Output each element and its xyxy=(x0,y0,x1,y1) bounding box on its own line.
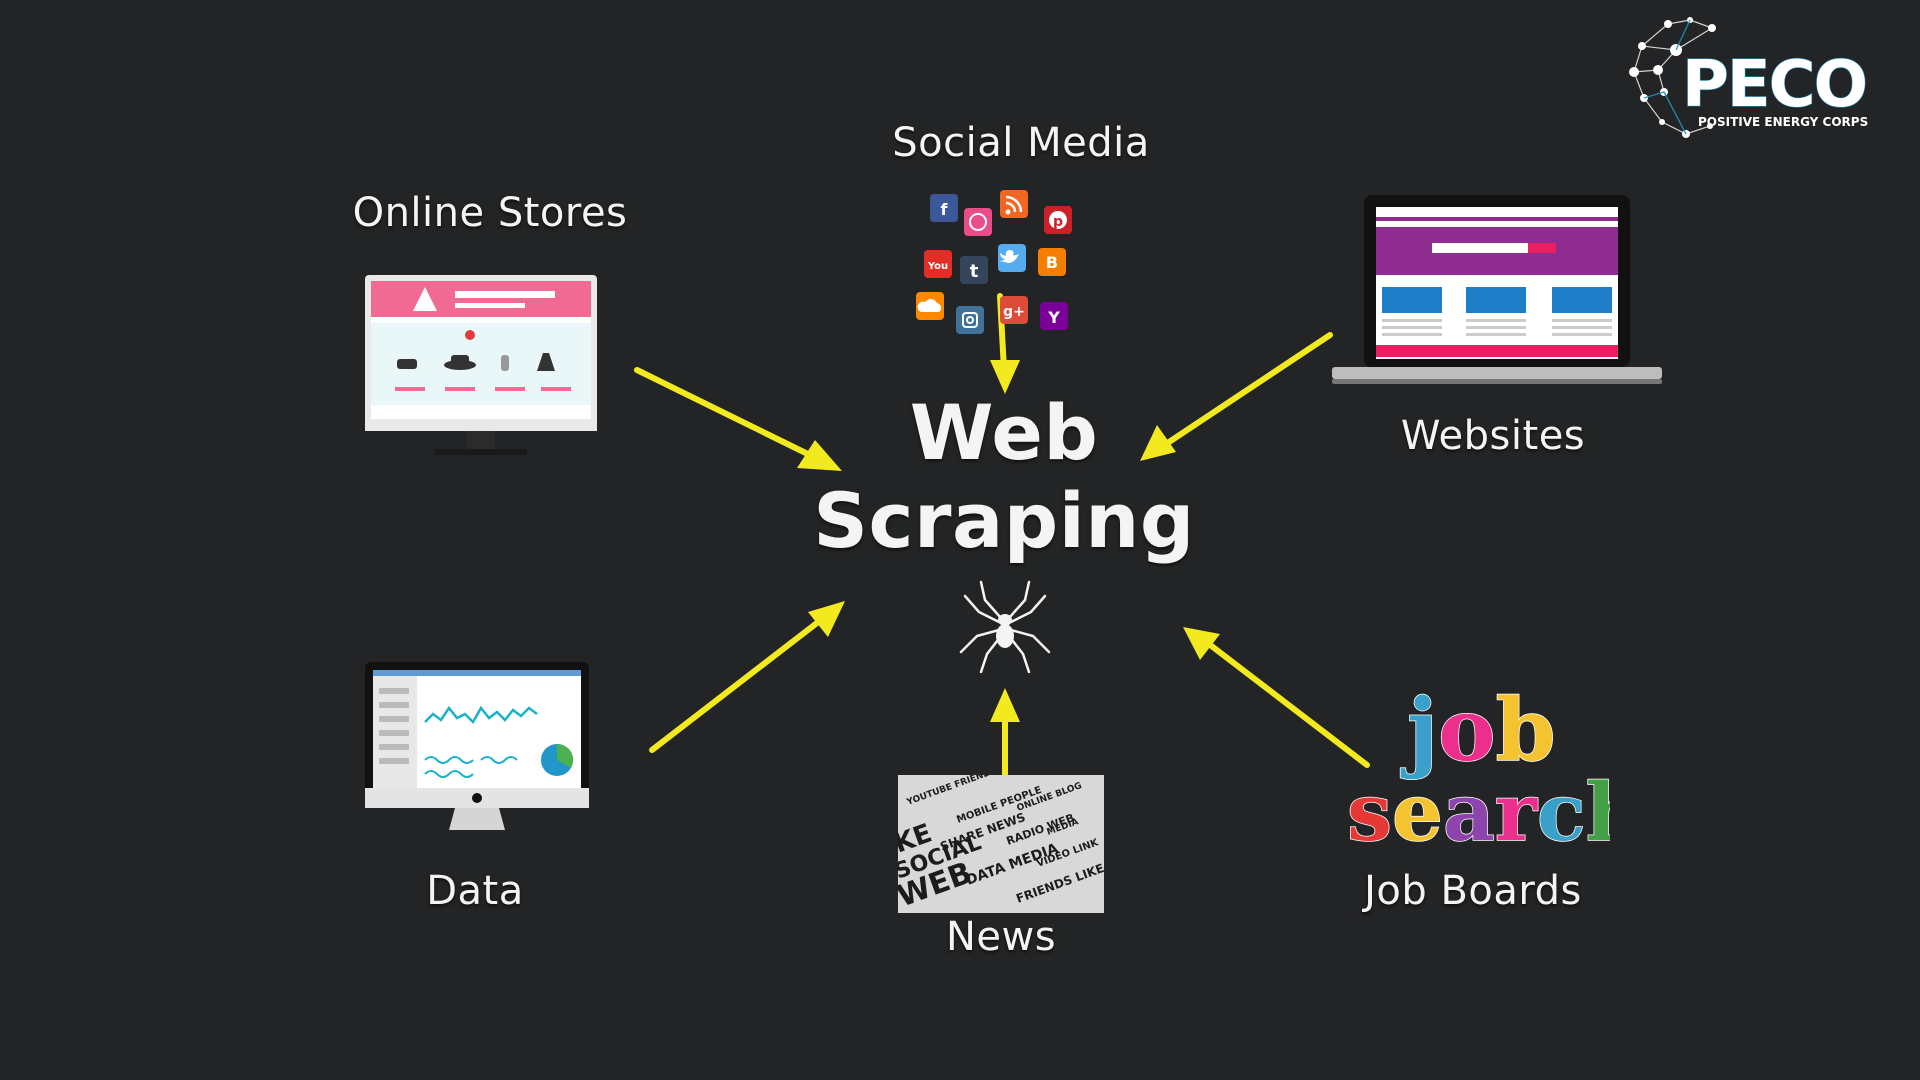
online-store-monitor-illustration xyxy=(365,275,597,455)
tumblr-icon: t xyxy=(960,256,988,284)
news-word-cloud-image: WEB SOCIAL KE SHARE NEWS DATA MEDIA MOBI… xyxy=(898,775,1104,913)
data-dashboard-monitor-illustration xyxy=(365,662,589,830)
website-laptop-illustration xyxy=(1332,195,1662,384)
dribbble-icon xyxy=(964,208,992,236)
label-data: Data xyxy=(426,868,524,914)
svg-text:Y: Y xyxy=(1047,308,1060,327)
label-social-media: Social Media xyxy=(892,120,1150,166)
blogger-icon: B xyxy=(1038,248,1066,276)
arrow-data xyxy=(649,601,845,753)
social-icons-cluster: f p You t B g+ Y xyxy=(916,190,1072,334)
svg-text:B: B xyxy=(1046,253,1058,272)
soundcloud-icon xyxy=(916,292,944,320)
job-search-wordart: job search xyxy=(1346,679,1610,853)
center-title-line2: Scraping xyxy=(813,476,1195,565)
search-art-letter-r: r xyxy=(1495,765,1538,853)
logo-tagline: POSITIVE ENERGY CORPS xyxy=(1698,115,1868,129)
label-news: News xyxy=(945,914,1057,960)
svg-text:p: p xyxy=(1053,214,1063,230)
job-art-letter-b: b xyxy=(1496,680,1556,781)
instagram-icon xyxy=(956,306,984,334)
label-websites: Websites xyxy=(1400,413,1586,459)
search-art-letter-h: h xyxy=(1586,765,1610,853)
svg-text:search: search xyxy=(1347,765,1610,853)
arrow-online-stores xyxy=(634,367,842,471)
search-art-letter-s: s xyxy=(1347,765,1392,853)
arrow-websites xyxy=(1140,332,1333,461)
search-art-letter-e: e xyxy=(1392,765,1443,853)
label-job-boards: Job Boards xyxy=(1364,868,1582,914)
peco-logo: PECO POSITIVE ENERGY CORPS xyxy=(1629,17,1869,138)
arrow-news xyxy=(990,688,1020,785)
center-title-line1: Web xyxy=(909,388,1099,477)
svg-text:You: You xyxy=(927,261,948,272)
svg-text:g+: g+ xyxy=(1003,304,1025,320)
spider-icon xyxy=(959,580,1051,674)
search-art-letter-c: c xyxy=(1537,765,1586,853)
job-art-letter-o: o xyxy=(1438,680,1495,781)
youtube-icon: You xyxy=(924,250,952,278)
search-art-letter-a: a xyxy=(1443,765,1495,853)
facebook-icon: f xyxy=(930,194,958,222)
google-plus-icon: g+ xyxy=(1000,296,1028,324)
twitter-icon xyxy=(998,244,1026,272)
svg-text:f: f xyxy=(941,200,949,219)
pinterest-icon: p xyxy=(1044,206,1072,234)
arrow-job-boards xyxy=(1183,627,1370,768)
yahoo-icon: Y xyxy=(1040,302,1068,330)
logo-wordmark: PECO xyxy=(1682,48,1866,122)
label-online-stores: Online Stores xyxy=(352,190,628,236)
svg-text:t: t xyxy=(970,261,979,282)
rss-icon xyxy=(1000,190,1028,218)
